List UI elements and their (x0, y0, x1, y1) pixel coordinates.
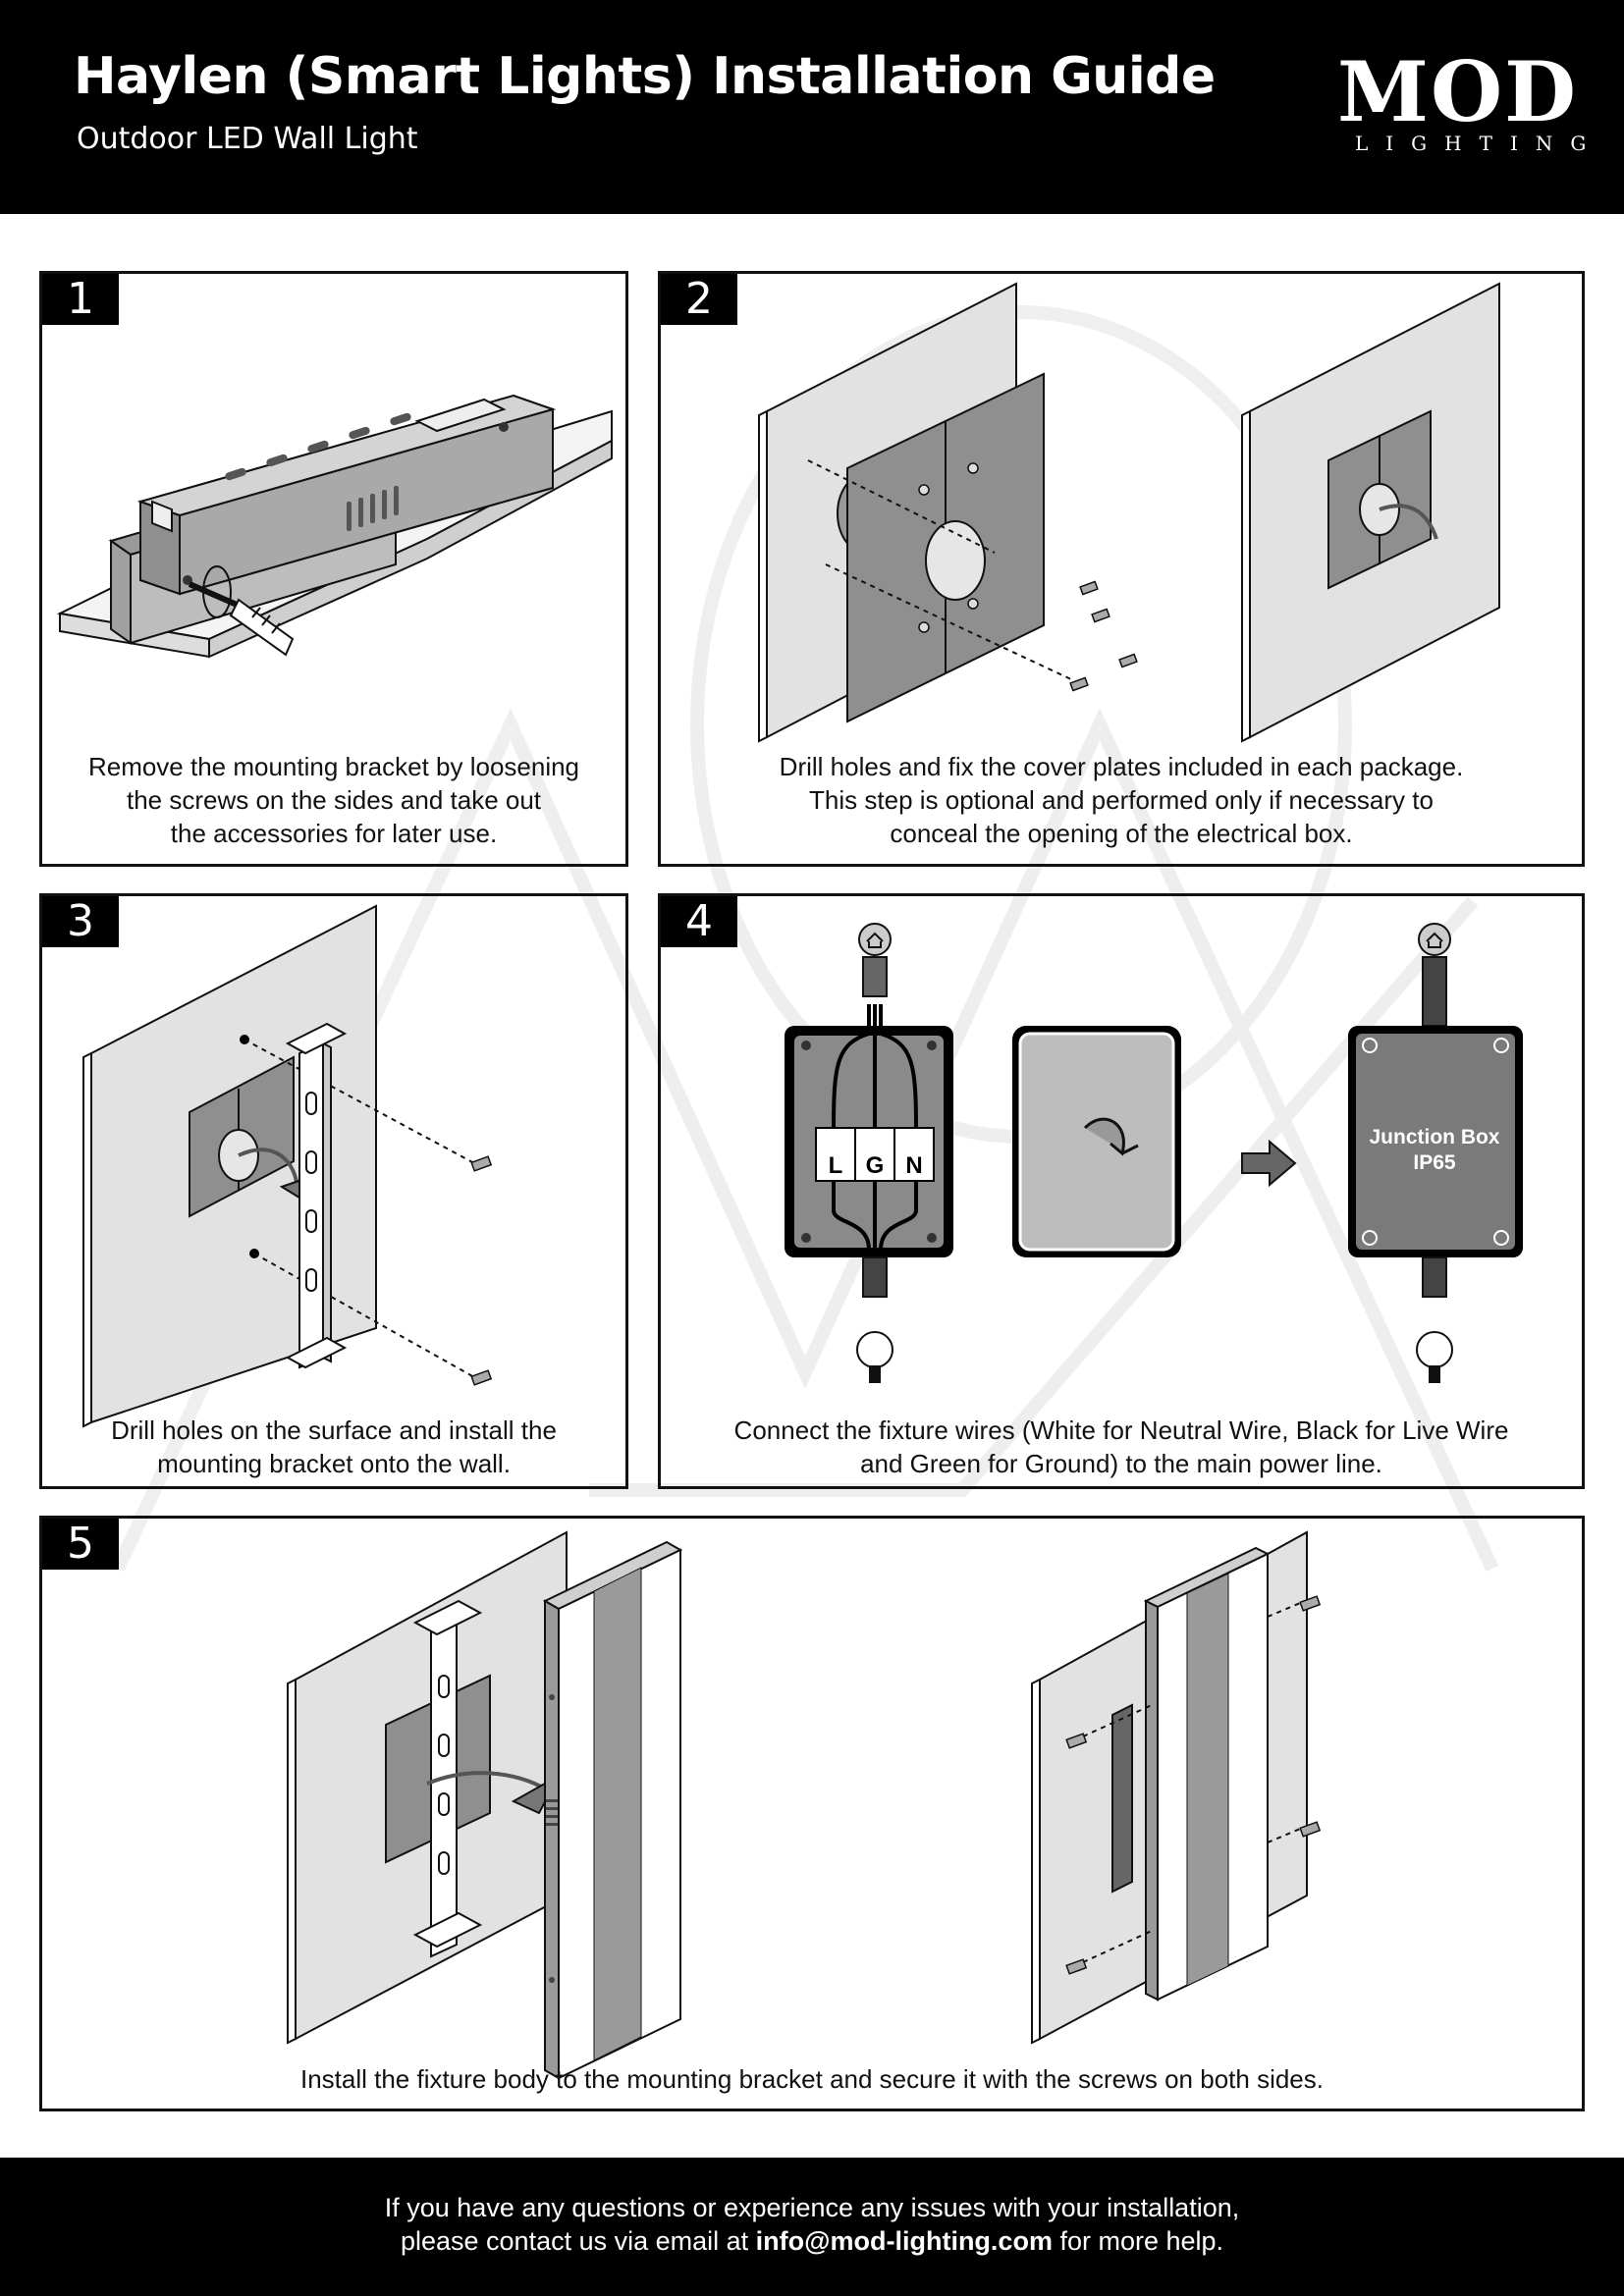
remove-bracket-illustration (56, 394, 613, 659)
footer-bar: If you have any questions or experience … (0, 2158, 1624, 2296)
step-caption: Drill holes on the surface and install t… (111, 1415, 557, 1478)
page-title: Haylen (Smart Lights) Installation Guide (74, 47, 1216, 106)
terminal-label: G (866, 1152, 885, 1179)
step-caption: Drill holes and fix the cover plates inc… (779, 752, 1464, 848)
footer-contact-suffix: for more help. (1052, 2226, 1224, 2256)
footer-help-text: If you have any questions or experience … (384, 2193, 1240, 2222)
step-caption: Remove the mounting bracket by loosening… (87, 752, 580, 848)
footer-contact-line: please contact us via email at info@mod-… (0, 2226, 1624, 2257)
footer-contact-prefix: please contact us via email at (400, 2226, 756, 2256)
step-number: 4 (661, 896, 737, 947)
step-4-panel: 4 L G N Junction Box IP65 (658, 893, 1585, 1489)
page-subtitle: Outdoor LED Wall Light (77, 122, 418, 156)
junction-box-label: Junction Box (1369, 1126, 1499, 1148)
support-email-link[interactable]: info@mod-lighting.com (755, 2226, 1053, 2256)
step-caption: Connect the fixture wires (White for Neu… (733, 1415, 1509, 1478)
step-number: 1 (42, 274, 119, 325)
step-number: 5 (42, 1519, 119, 1570)
header-bar: Haylen (Smart Lights) Installation Guide… (0, 0, 1624, 214)
wiring-illustration: L G N Junction Box IP65 (785, 923, 1523, 1383)
fixture-install-illustration (287, 1530, 1322, 2080)
brand-logo-tagline: LIGHTING (1355, 132, 1604, 155)
step-5-panel: 5 (39, 1516, 1585, 2111)
cover-plate-illustration (758, 282, 1500, 743)
step-1-panel: 1 (39, 271, 628, 867)
brand-logo: MOD (1337, 43, 1578, 140)
step-number: 2 (661, 274, 737, 325)
step-caption: Install the fixture body to the mounting… (299, 2064, 1324, 2094)
junction-box-rating: IP65 (1413, 1151, 1456, 1174)
terminal-label: L (829, 1152, 843, 1179)
step-3-panel: 3 Drill holes on the surface and install (39, 893, 628, 1489)
step-number: 3 (42, 896, 119, 947)
terminal-label: N (905, 1152, 922, 1179)
mounting-bracket-illustration (82, 904, 493, 1428)
step-2-panel: 2 Drill holes and fix the cover plates i… (658, 271, 1585, 867)
